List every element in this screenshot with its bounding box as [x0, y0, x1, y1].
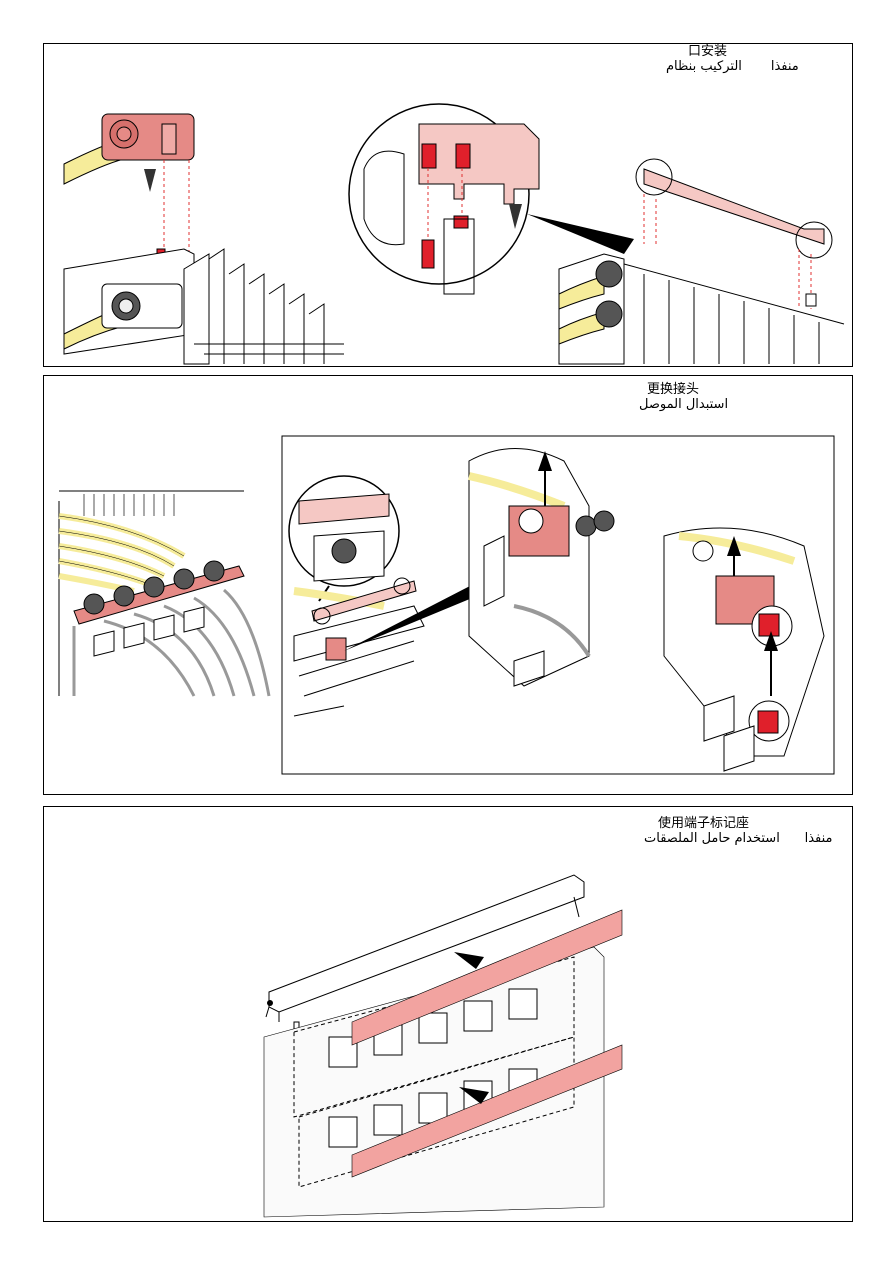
section-3-title: 使用端子标记座 منفذا استخدام حامل الملصقات: [644, 816, 833, 846]
section-3-panel: 使用端子标记座 منفذا استخدام حامل الملصقات: [43, 806, 853, 1222]
section-1-title-zh: 口安装: [688, 44, 728, 59]
section-2-title-zh: 更换接头: [647, 382, 700, 397]
section-2-title-ar: استبدال الموصل: [639, 397, 729, 412]
section-1-illustration: [63, 103, 845, 365]
patch-panel-overview: [58, 490, 271, 697]
replace-step-3: [663, 527, 825, 772]
section-1-title: 口安装 منفذا التركيب بنظام: [666, 44, 799, 74]
section-3-illustration: [263, 874, 623, 1218]
zoom-detail-illustration: [348, 103, 634, 295]
replace-step-2: [468, 448, 615, 687]
section-1-panel: 口安装 منفذا التركيب بنظام: [43, 43, 853, 367]
section-3-title-zh: 使用端子标记座: [658, 816, 750, 831]
port-holder-illustration: [558, 158, 845, 365]
section-2-panel: 更换接头 استبدال الموصل: [43, 375, 853, 795]
section-2-illustration: [58, 435, 835, 775]
connector-insert-illustration: [63, 113, 344, 365]
label-holder-illustration: [263, 874, 623, 1218]
replace-step-1: [288, 475, 499, 717]
section-2-title: 更换接头 استبدال الموصل: [639, 382, 728, 412]
section-1-title-ar: منفذا التركيب بنظام: [666, 59, 799, 74]
section-3-title-ar: منفذا استخدام حامل الملصقات: [644, 831, 833, 846]
